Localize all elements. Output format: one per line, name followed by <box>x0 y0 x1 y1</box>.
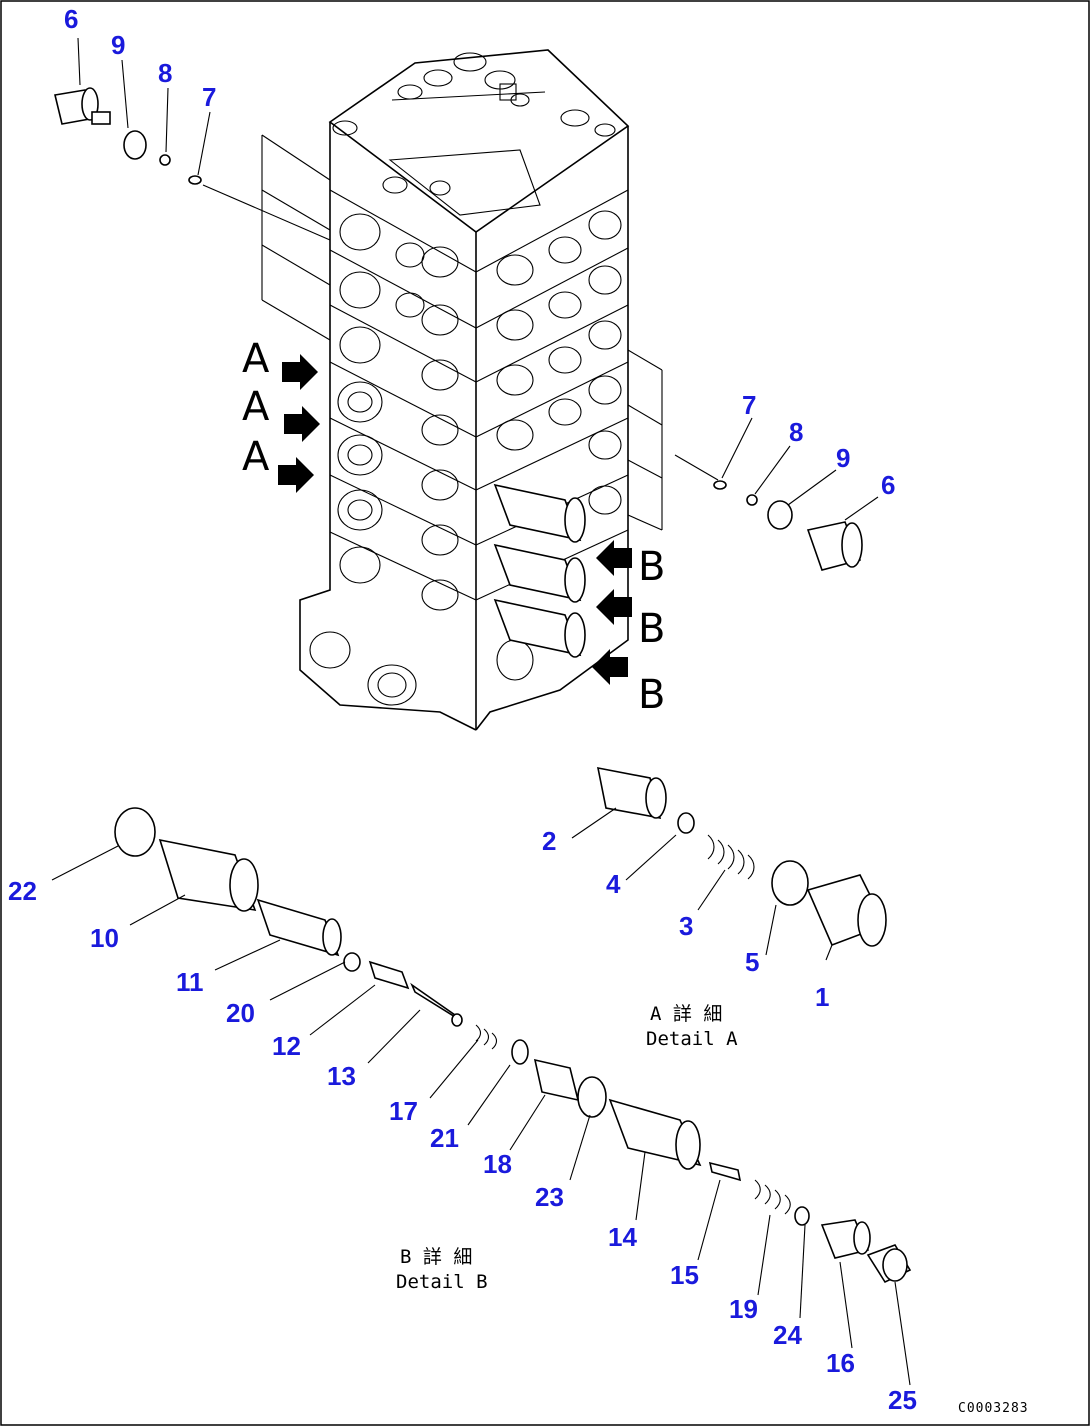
part-label: 22 <box>8 876 37 906</box>
part-label: 7 <box>202 82 216 112</box>
part-label: 14 <box>608 1222 637 1252</box>
part-label: 1 <box>815 982 829 1012</box>
part-label: 21 <box>430 1123 459 1153</box>
part-label: 13 <box>327 1061 356 1091</box>
detail-a-parts <box>571 766 887 961</box>
detail-a-caption-en: Detail A <box>646 1028 738 1050</box>
part-label: 9 <box>836 443 850 473</box>
part-label: 24 <box>773 1320 802 1350</box>
part-label: 15 <box>670 1260 699 1290</box>
view-letter-a: A <box>242 384 270 430</box>
view-letter-b: B <box>638 606 665 652</box>
view-letters: A A A B B B <box>242 336 665 718</box>
view-letter-b: B <box>638 672 665 718</box>
part-label: 10 <box>90 923 119 953</box>
upper-right-parts <box>713 417 879 571</box>
detail-b-caption: B 詳 細 <box>400 1246 472 1268</box>
part-label: 25 <box>888 1385 917 1415</box>
part-label: 8 <box>789 417 803 447</box>
detail-b-labels: 22 10 11 20 12 13 17 21 18 23 14 15 19 2… <box>8 876 917 1415</box>
detail-a-caption: A 詳 細 <box>650 1003 722 1025</box>
upper-left-parts <box>54 37 211 185</box>
view-letter-a: A <box>242 336 270 382</box>
part-label: 11 <box>176 967 204 997</box>
drawing-code: C0003283 <box>958 1401 1029 1416</box>
part-label: 5 <box>745 947 759 977</box>
part-label: 8 <box>158 58 172 88</box>
view-letter-b: B <box>638 544 665 590</box>
part-label: 6 <box>881 470 895 500</box>
detail-b-parts <box>51 807 912 1386</box>
part-label: 12 <box>272 1031 301 1061</box>
part-label: 16 <box>826 1348 855 1378</box>
part-label: 4 <box>606 869 621 899</box>
part-label: 6 <box>64 4 78 34</box>
part-label: 17 <box>389 1096 418 1126</box>
upper-part-labels: 6 9 8 7 7 8 9 6 <box>64 4 895 500</box>
part-label: 2 <box>542 826 556 856</box>
part-label: 9 <box>111 30 125 60</box>
view-letter-a: A <box>242 434 270 480</box>
control-valve-body <box>202 49 719 731</box>
part-label: 19 <box>729 1294 758 1324</box>
part-label: 23 <box>535 1182 564 1212</box>
detail-a-labels: 2 4 3 5 1 A 詳 細 Detail A <box>542 826 829 1050</box>
part-label: 7 <box>742 390 756 420</box>
detail-b-caption-en: Detail B <box>396 1271 488 1293</box>
part-label: 20 <box>226 998 255 1028</box>
part-label: 3 <box>679 911 693 941</box>
part-label: 18 <box>483 1149 512 1179</box>
